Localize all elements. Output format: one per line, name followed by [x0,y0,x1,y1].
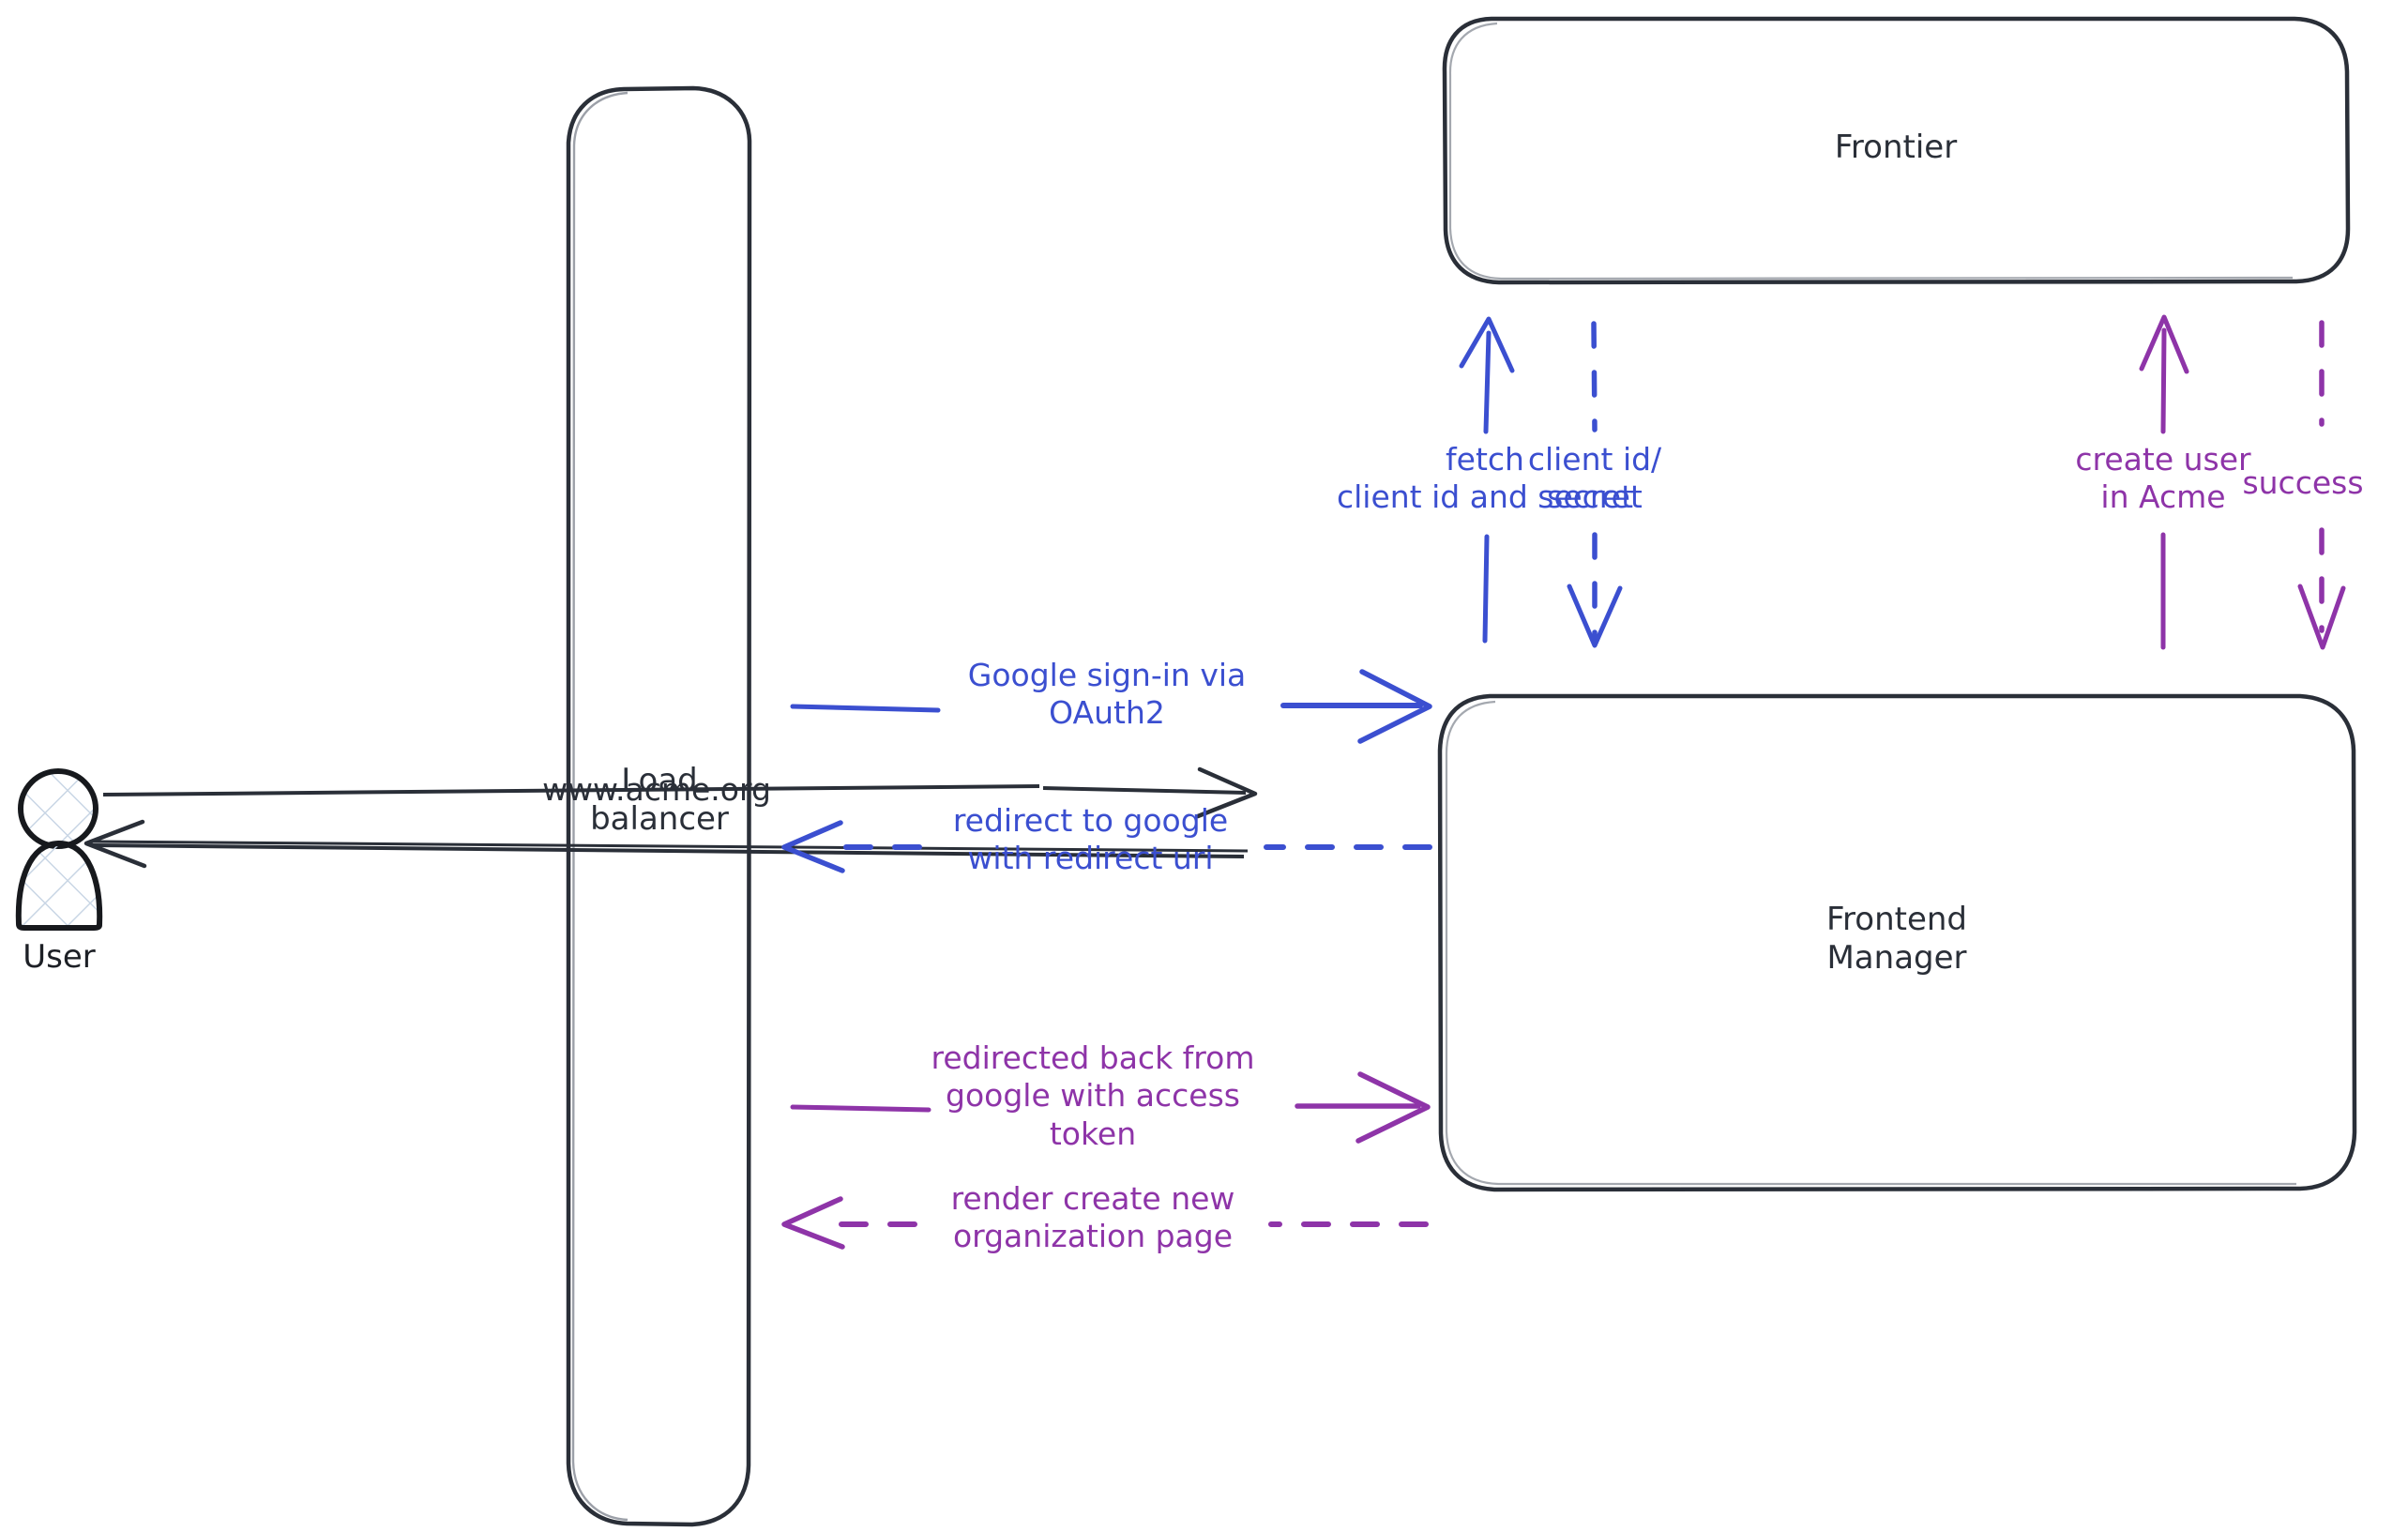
node-frontend-manager-shape[interactable] [1437,693,2357,1192]
edge-lb-to-user-line [83,819,1249,869]
edge-user-to-lb-line [102,766,1258,819]
edge-frontier-to-fm-credentials-line [1567,321,1623,648]
node-frontier-shape[interactable] [1442,16,2351,285]
edge-frontier-to-fm-success-line [2297,320,2346,650]
edge-fm-to-frontier-create-user-line [2139,314,2189,650]
edge-fm-to-frontier-fetch-line [1459,316,1515,644]
node-load-balancer-shape[interactable] [566,85,752,1527]
edge-lb-to-fm-token-line [790,1071,1431,1144]
edge-fm-to-lb-redirect-line [781,820,1432,873]
edge-lb-to-fm-signin-line [790,669,1432,744]
edge-fm-to-lb-render-line [781,1196,1429,1250]
user-actor-icon[interactable] [15,768,103,931]
